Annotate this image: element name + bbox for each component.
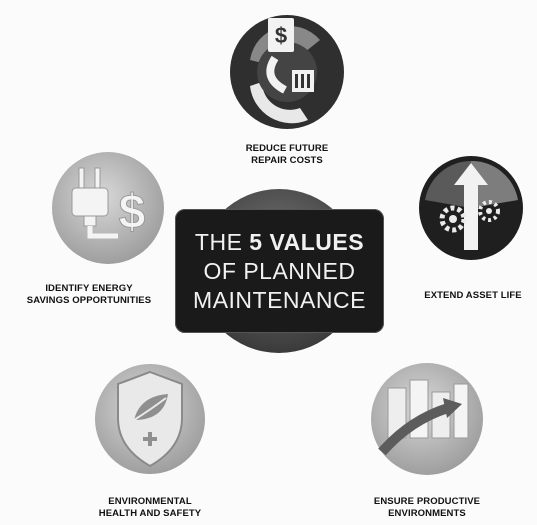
energy-savings-icon: $ bbox=[52, 152, 164, 264]
title-line3: MAINTENANCE bbox=[193, 287, 366, 313]
title-prefix: THE bbox=[194, 229, 243, 255]
title-highlight: 5 VALUES bbox=[249, 229, 365, 255]
health-safety-icon bbox=[95, 364, 205, 474]
asset-life-icon bbox=[419, 156, 523, 260]
center-title: THE 5 VALUES OF PLANNED MAINTENANCE bbox=[175, 228, 384, 315]
svg-text:$: $ bbox=[119, 186, 146, 239]
repair-costs-icon: $ bbox=[230, 15, 344, 129]
label-extend-asset-life: EXTEND ASSET LIFE bbox=[424, 290, 522, 301]
title-line2: OF PLANNED bbox=[203, 258, 356, 284]
center-title-box bbox=[175, 209, 384, 333]
label-identify-energy-savings: IDENTIFY ENERGY SAVINGS OPPORTUNITIES bbox=[26, 283, 152, 306]
productive-environments-icon bbox=[371, 363, 483, 475]
label-environmental-health-safety: ENVIRONMENTAL HEALTH AND SAFETY bbox=[98, 496, 202, 519]
svg-text:$: $ bbox=[275, 23, 287, 48]
label-reduce-repair-costs: REDUCE FUTURE REPAIR COSTS bbox=[245, 143, 329, 166]
label-ensure-productive-environments: ENSURE PRODUCTIVE ENVIRONMENTS bbox=[373, 496, 481, 519]
